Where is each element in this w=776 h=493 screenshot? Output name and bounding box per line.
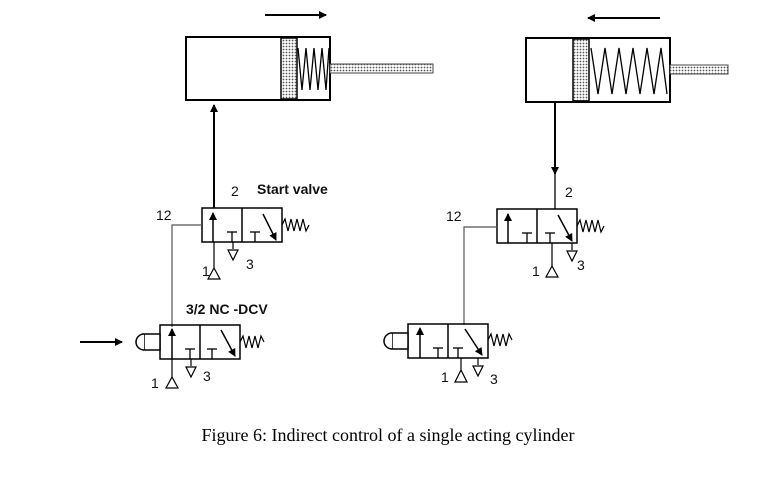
right-dcv-port-3-label: 3 <box>490 371 498 387</box>
right-piston <box>572 38 590 102</box>
right-pilot-line <box>463 226 497 325</box>
right-pilot-12-label: 12 <box>446 208 462 224</box>
left-cylinder <box>185 36 434 101</box>
right-dcv <box>383 323 513 383</box>
left-piston <box>280 37 298 100</box>
left-dcv-port-3-label: 3 <box>203 368 211 384</box>
right-spring <box>590 47 668 95</box>
right-cylinder <box>525 37 729 103</box>
pneumatic-circuit-diagram: 2 Start valve 12 1 3 3/2 NC -DCV 1 3 <box>80 11 729 391</box>
left-pilot-12-label: 12 <box>156 207 172 223</box>
dcv-label: 3/2 NC -DCV <box>186 301 268 317</box>
right-start-port-1-label: 1 <box>532 263 540 279</box>
left-start-port-3-label: 3 <box>246 256 254 272</box>
figure-caption: Figure 6: Indirect control of a single a… <box>201 425 575 445</box>
left-piston-rod <box>329 63 434 74</box>
left-start-valve <box>201 207 310 280</box>
right-start-port-3-label: 3 <box>577 257 585 273</box>
left-port-2-label: 2 <box>231 183 239 199</box>
left-start-port-1-label: 1 <box>202 263 210 279</box>
right-piston-rod <box>669 64 729 75</box>
left-dcv <box>135 324 265 389</box>
right-port-2-label: 2 <box>565 184 573 200</box>
left-spring <box>297 47 330 91</box>
left-pilot-line <box>171 224 202 327</box>
right-push-button[interactable] <box>383 332 409 350</box>
start-valve-label: Start valve <box>257 181 328 197</box>
right-circuit: 2 12 1 3 1 3 <box>383 14 729 387</box>
right-start-valve <box>496 208 605 278</box>
left-push-button[interactable] <box>135 333 161 351</box>
left-circuit: 2 Start valve 12 1 3 3/2 NC -DCV 1 3 <box>80 11 434 391</box>
left-dcv-port-1-label: 1 <box>151 375 159 391</box>
right-dcv-port-1-label: 1 <box>441 369 449 385</box>
